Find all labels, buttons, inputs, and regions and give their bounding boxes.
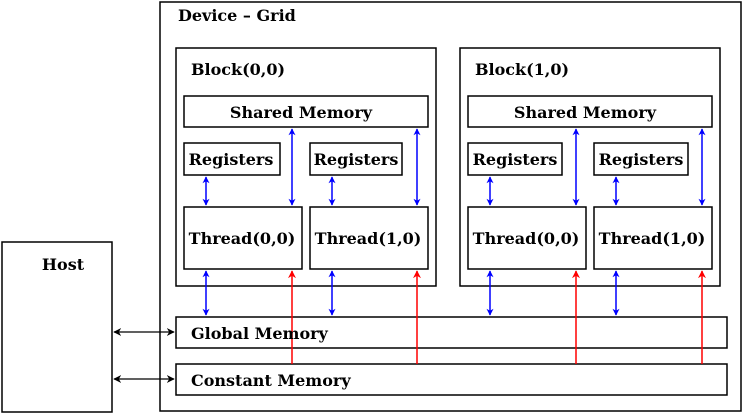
block-1-box: [459, 47, 721, 287]
block-0-thread-1-label: Thread(1,0): [315, 229, 422, 248]
block-1-shared-memory-box: [467, 95, 713, 128]
block-0-thread-1-registers-label: Registers: [314, 150, 399, 169]
block-0-thread-0-box: [183, 206, 303, 270]
host-label: Host: [42, 255, 85, 274]
block-1-thread-1-box: [593, 206, 713, 270]
constant-memory-box: [175, 363, 728, 396]
block-1-thread-1-label: Thread(1,0): [599, 229, 706, 248]
block-0-box: [175, 47, 437, 287]
block-0-thread-0-registers-label: Registers: [189, 150, 274, 169]
global-memory-box: [175, 316, 728, 349]
block-1-thread-0-label: Thread(0,0): [473, 229, 580, 248]
block-1-thread-1-registers-label: Registers: [599, 150, 684, 169]
block-1-thread-0-registers-box: [467, 142, 563, 176]
block-1-thread-0-box: [467, 206, 587, 270]
host-box: [1, 241, 113, 413]
block-1-label: Block(1,0): [475, 60, 569, 79]
global-memory-label: Global Memory: [191, 324, 329, 343]
block-1-thread-1-registers-box: [593, 142, 689, 176]
device-grid-box: [159, 1, 742, 412]
block-0-thread-1-box: [309, 206, 429, 270]
block-0-shared-memory-label: Shared Memory: [230, 103, 373, 122]
device-grid-title: Device – Grid: [178, 6, 296, 25]
constant-memory-label: Constant Memory: [191, 371, 351, 390]
block-1-thread-0-registers-label: Registers: [473, 150, 558, 169]
block-0-thread-0-registers-box: [183, 142, 281, 176]
block-0-shared-memory-box: [183, 95, 429, 128]
block-1-shared-memory-label: Shared Memory: [514, 103, 657, 122]
block-0-thread-0-label: Thread(0,0): [189, 229, 296, 248]
block-0-label: Block(0,0): [191, 60, 285, 79]
block-0-thread-1-registers-box: [309, 142, 403, 176]
